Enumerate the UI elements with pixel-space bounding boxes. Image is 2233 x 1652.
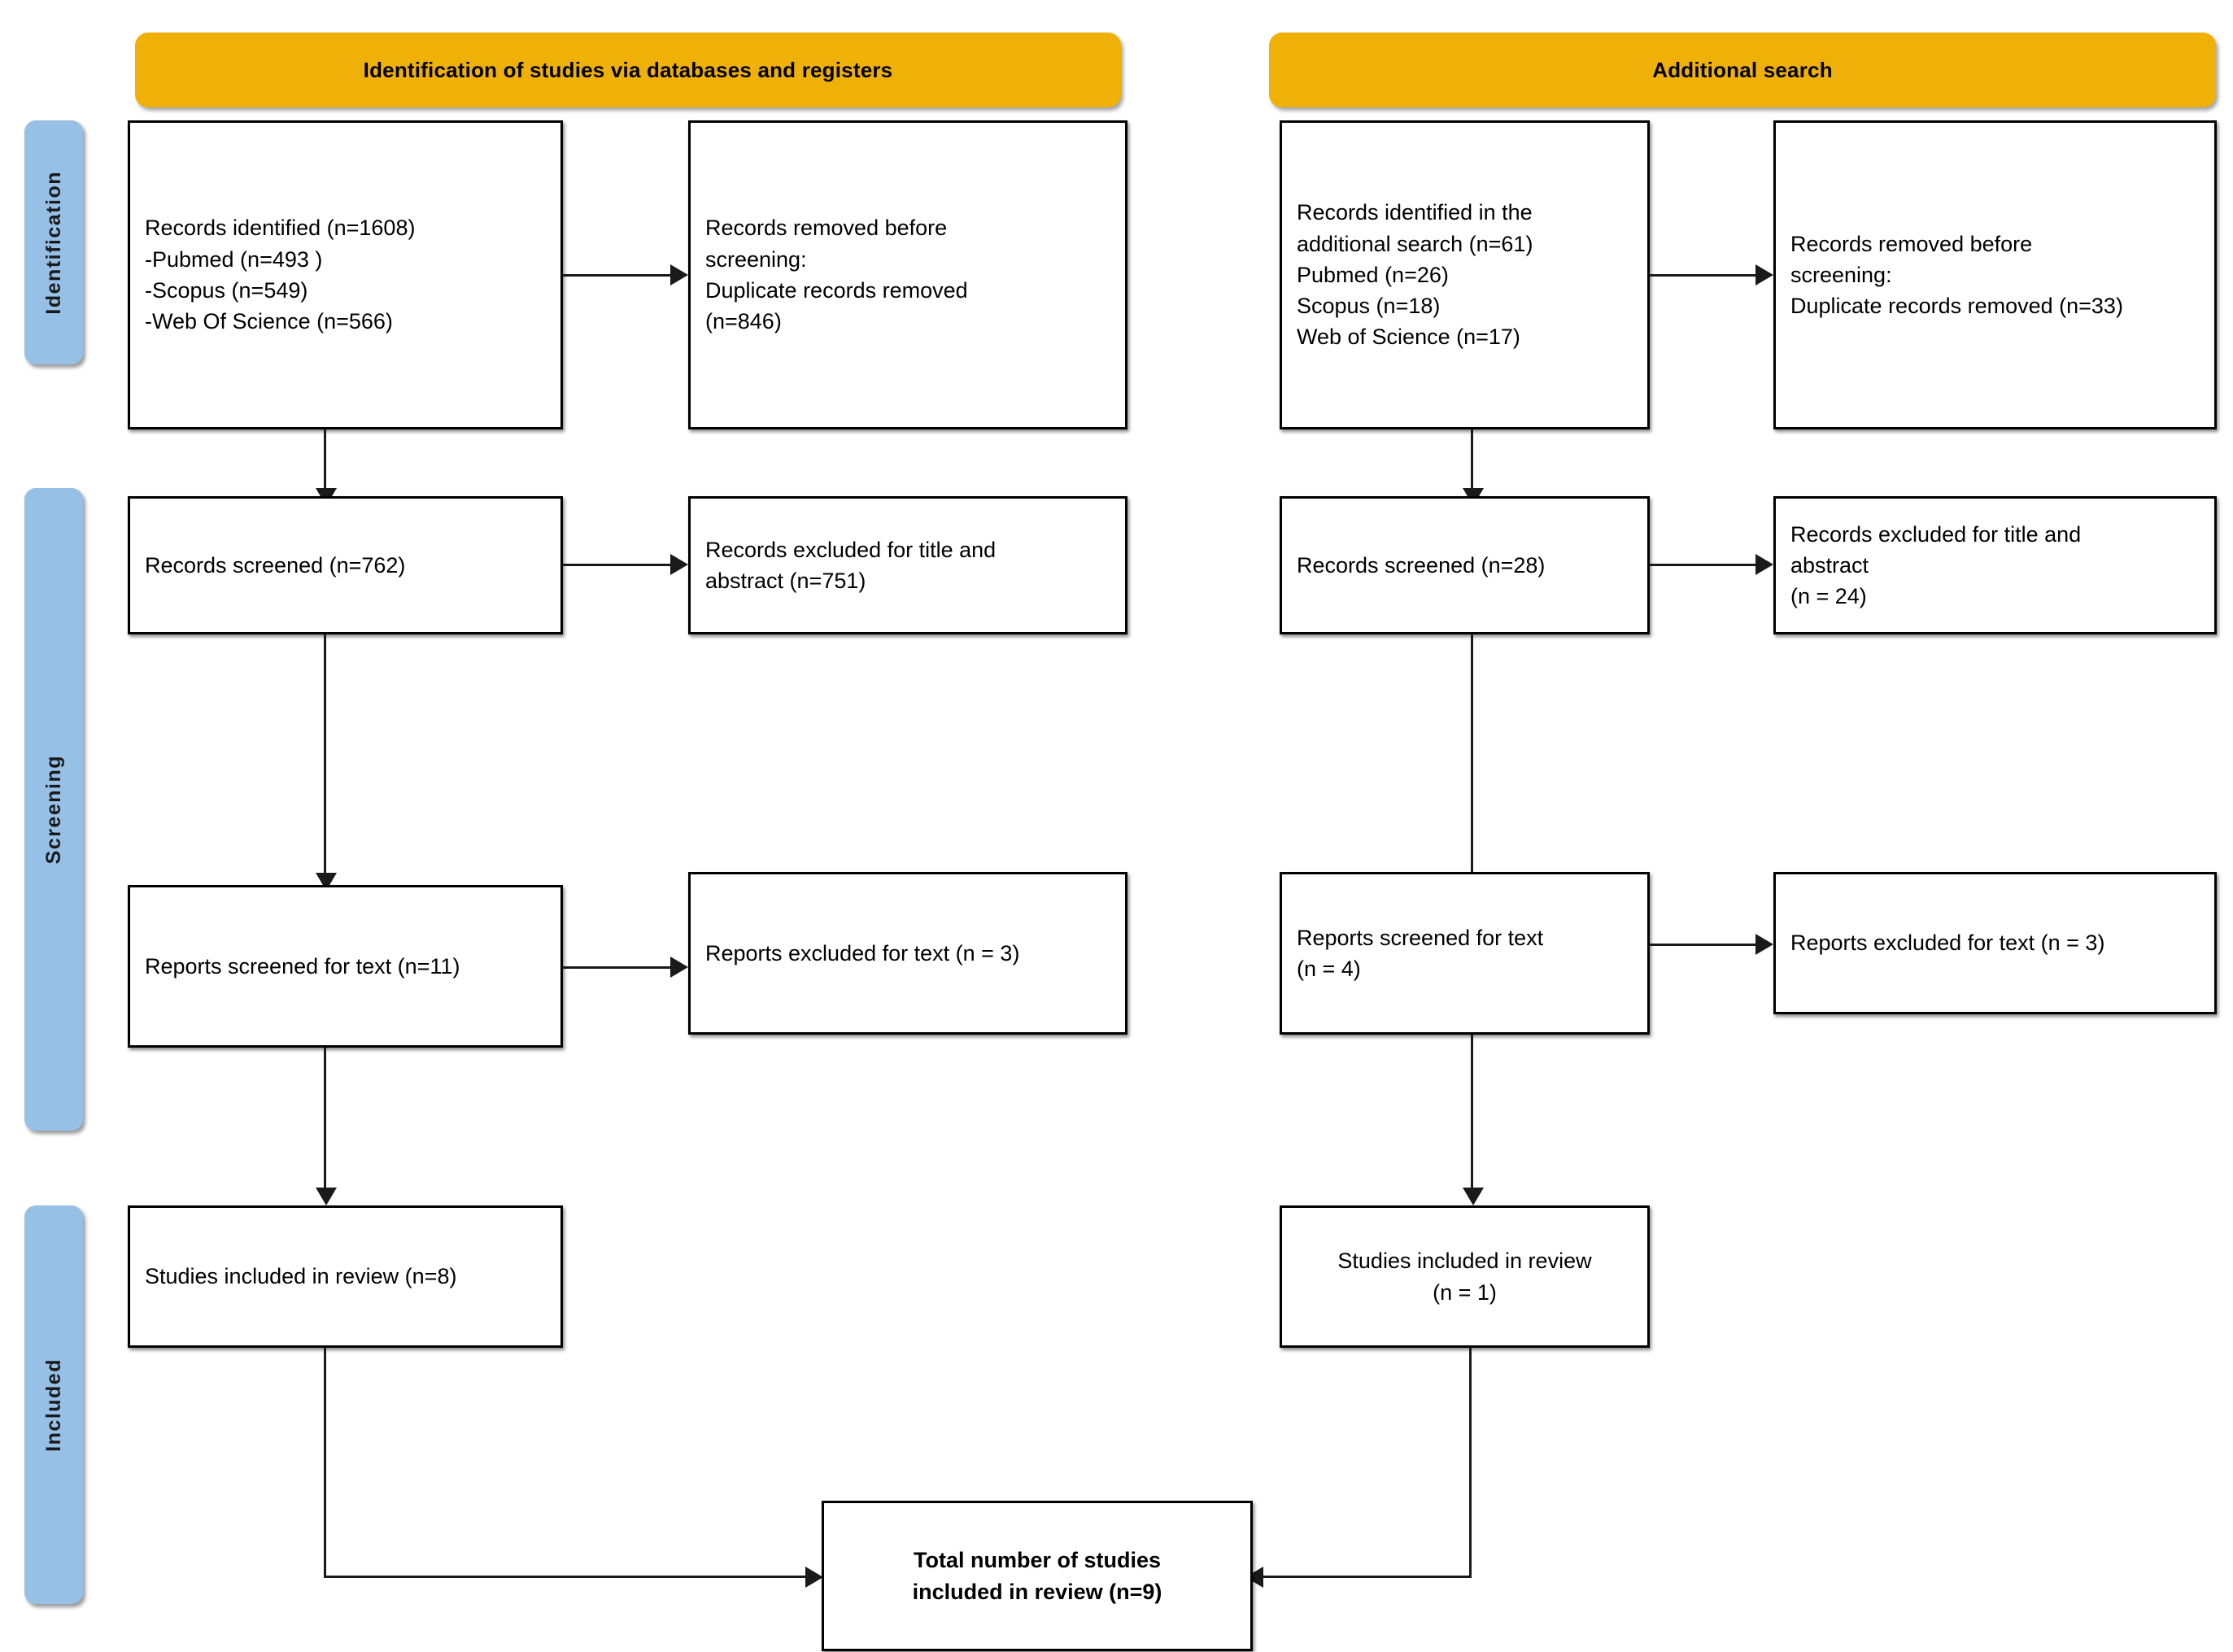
box-right-studies-included: Studies included in review (n = 1) <box>1280 1205 1650 1348</box>
stage-label-included: Included <box>24 1205 83 1604</box>
box-left-reports-screened: Reports screened for text (n=11) <box>128 885 563 1048</box>
connector-left-reports-to-included <box>324 1048 326 1194</box>
connector-right-included-vertical <box>1469 1348 1472 1578</box>
connector-left-screened-to-excluded <box>563 564 670 566</box>
arrowhead-right-reports-to-excluded <box>1755 934 1773 955</box>
box-left-records-identified: Records identified (n=1608) -Pubmed (n=4… <box>128 120 563 429</box>
box-left-records-excluded: Records excluded for title and abstract … <box>688 496 1127 634</box>
box-right-reports-excluded-text: Reports excluded for text (n = 3) <box>1790 931 2105 956</box>
box-left-records-identified-text: Records identified (n=1608) -Pubmed (n=4… <box>145 216 416 334</box>
box-left-studies-included: Studies included in review (n=8) <box>128 1205 563 1348</box>
stage-label-screening-text: Screening <box>41 754 65 865</box>
connector-left-reports-to-excluded <box>563 966 670 969</box>
connector-left-screened-to-reports <box>324 634 326 878</box>
arrowhead-right-reports-to-included <box>1463 1188 1484 1205</box>
box-left-records-removed-text: Records removed before screening: Duplic… <box>705 216 968 334</box>
arrowhead-left-included-to-total <box>805 1567 823 1588</box>
box-total-studies-included-text: Total number of studies included in revi… <box>912 1548 1162 1604</box>
box-left-records-screened-text: Records screened (n=762) <box>145 552 406 578</box>
connector-right-identified-to-screened <box>1471 429 1473 493</box>
stage-label-identification: Identification <box>24 120 83 364</box>
box-left-reports-excluded-text: Reports excluded for text (n = 3) <box>705 940 1020 965</box>
arrowhead-left-identified-to-removed <box>670 264 688 286</box>
box-right-records-removed-text: Records removed before screening: Duplic… <box>1790 231 2123 319</box>
stage-label-included-text: Included <box>41 1358 65 1452</box>
box-right-records-excluded: Records excluded for title and abstract … <box>1773 496 2217 634</box>
box-right-records-screened: Records screened (n=28) <box>1280 496 1650 634</box>
box-left-studies-included-text: Studies included in review (n=8) <box>145 1264 457 1289</box>
arrowhead-right-screened-to-excluded <box>1755 554 1773 575</box>
stage-label-screening: Screening <box>24 488 83 1131</box>
box-right-records-identified: Records identified in the additional sea… <box>1280 120 1650 429</box>
box-right-records-removed: Records removed before screening: Duplic… <box>1773 120 2217 429</box>
box-left-reports-screened-text: Reports screened for text (n=11) <box>145 953 460 979</box>
connector-right-reports-to-included <box>1471 1035 1473 1193</box>
arrowhead-left-screened-to-excluded <box>670 554 688 575</box>
box-right-studies-included-text: Studies included in review (n = 1) <box>1337 1249 1592 1305</box>
box-total-studies-included: Total number of studies included in revi… <box>822 1501 1253 1651</box>
connector-right-included-horizontal <box>1263 1576 1472 1578</box>
box-right-reports-excluded: Reports excluded for text (n = 3) <box>1773 872 2217 1014</box>
connector-right-screened-to-reports <box>1471 634 1473 878</box>
banner-additional-search: Additional search <box>1269 33 2216 107</box>
banner-left-label: Identification of studies via databases … <box>363 57 893 82</box>
connector-left-identified-to-removed <box>563 274 670 277</box>
box-right-reports-screened: Reports screened for text (n = 4) <box>1280 872 1650 1035</box>
box-right-records-excluded-text: Records excluded for title and abstract … <box>1790 521 2082 609</box>
arrowhead-left-reports-to-excluded <box>670 957 688 978</box>
box-left-records-screened: Records screened (n=762) <box>128 496 563 634</box>
arrowhead-right-identified-to-removed <box>1755 264 1773 286</box>
box-right-reports-screened-text: Reports screened for text (n = 4) <box>1297 925 1544 981</box>
connector-left-identified-to-screened <box>324 429 326 493</box>
connector-left-included-vertical <box>324 1348 326 1578</box>
banner-identification-databases: Identification of studies via databases … <box>135 33 1121 107</box>
box-left-records-removed: Records removed before screening: Duplic… <box>688 120 1127 429</box>
box-right-records-screened-text: Records screened (n=28) <box>1297 552 1546 578</box>
arrowhead-left-reports-to-included <box>316 1188 337 1205</box>
connector-left-included-horizontal <box>324 1576 805 1578</box>
connector-right-screened-to-excluded <box>1650 564 1755 566</box>
connector-right-identified-to-removed <box>1650 274 1755 277</box>
box-right-records-identified-text: Records identified in the additional sea… <box>1297 200 1533 350</box>
stage-label-identification-text: Identification <box>41 170 65 315</box>
box-left-records-excluded-text: Records excluded for title and abstract … <box>705 537 997 593</box>
connector-right-reports-to-excluded <box>1650 944 1755 946</box>
banner-right-label: Additional search <box>1652 57 1833 82</box>
box-left-reports-excluded: Reports excluded for text (n = 3) <box>688 872 1127 1035</box>
